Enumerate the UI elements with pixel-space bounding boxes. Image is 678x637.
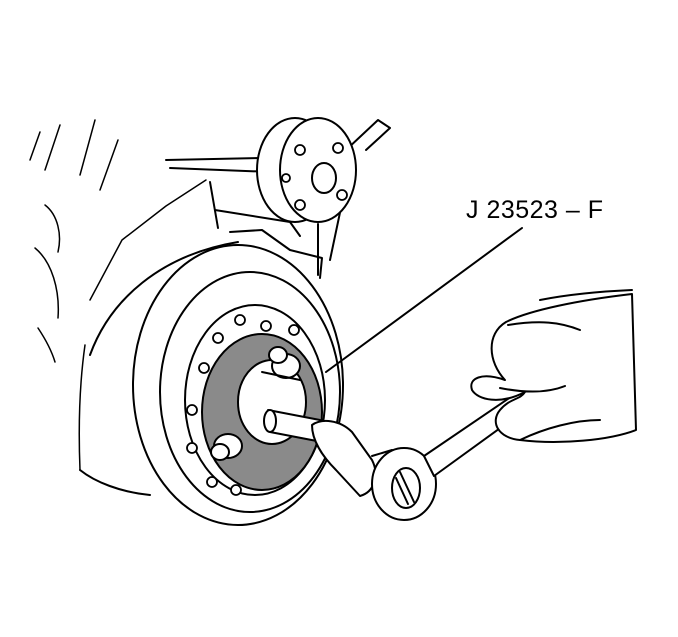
timing-cover	[79, 229, 323, 496]
hand	[470, 289, 637, 443]
callout-leader-line	[325, 227, 523, 373]
installer-tool-plate	[201, 333, 323, 491]
installer-shaft	[263, 409, 323, 443]
upper-pulley	[256, 117, 357, 223]
tool-callout-label: J 23523 – F	[466, 196, 604, 224]
